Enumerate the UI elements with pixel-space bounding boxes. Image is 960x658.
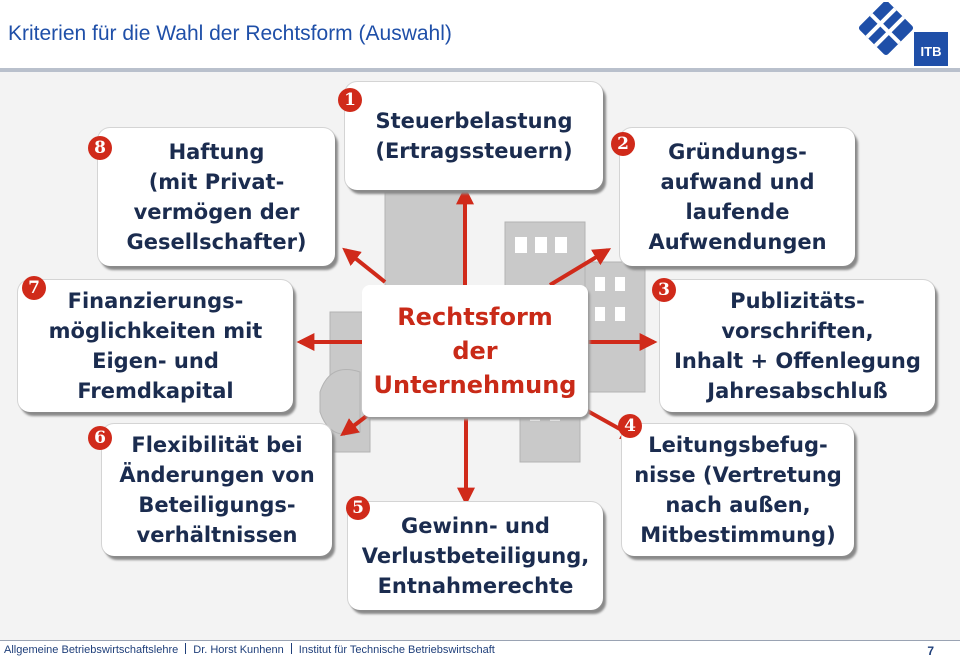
criterion-number-5: 5: [346, 496, 370, 520]
criterion-label-3: Publizitäts- vorschriften, Inhalt + Offe…: [674, 289, 921, 403]
criterion-label-8: Haftung (mit Privat- vermögen der Gesell…: [126, 140, 307, 254]
criterion-label-5: Gewinn- und Verlustbeteiligung, Entnahme…: [361, 514, 590, 598]
criterion-label-1: Steuerbelastung (Ertragssteuern): [375, 109, 573, 163]
criterion-number-4: 4: [618, 414, 642, 438]
criterion-box-8: Haftung (mit Privat- vermögen der Gesell…: [98, 128, 335, 266]
footer-author: Dr. Horst Kunhenn: [193, 644, 284, 656]
criterion-box-5: Gewinn- und Verlustbeteiligung, Entnahme…: [348, 502, 603, 610]
criterion-label-2: Gründungs- aufwand und laufende Aufwendu…: [648, 140, 827, 254]
criterion-label-4: Leitungsbefug- nisse (Vertretung nach au…: [634, 433, 842, 547]
criterion-box-7: Finanzierungs- möglichkeiten mit Eigen- …: [18, 280, 293, 412]
criterion-number-2: 2: [611, 132, 635, 156]
criterion-number-6: 6: [88, 426, 112, 450]
footer-separator: [290, 643, 292, 654]
criterion-number-8: 8: [88, 136, 112, 160]
page-number: 7: [927, 644, 934, 658]
center-label: Rechtsform der Unternehmung: [373, 303, 577, 399]
criterion-number-1: 1: [338, 88, 362, 112]
footer-institute: Institut für Technische Betriebswirtscha…: [298, 644, 495, 656]
criterion-box-3: Publizitäts- vorschriften, Inhalt + Offe…: [660, 280, 935, 412]
arrow-2: [548, 248, 612, 287]
criteria-diagram: Rechtsform der Unternehmung Steuerbelast…: [0, 72, 960, 640]
criterion-box-1: Steuerbelastung (Ertragssteuern): [345, 82, 603, 190]
criterion-number-7: 7: [22, 276, 46, 300]
criterion-number-3: 3: [652, 278, 676, 302]
footer-separator: [185, 643, 187, 654]
criterion-label-7: Finanzierungs- möglichkeiten mit Eigen- …: [48, 289, 263, 403]
arrow-8: [342, 247, 387, 284]
slide-title: Kriterien für die Wahl der Rechtsform (A…: [8, 22, 452, 45]
criterion-label-6: Flexibilität bei Änderungen von Beteilig…: [119, 433, 315, 547]
criterion-box-4: Leitungsbefug- nisse (Vertretung nach au…: [622, 424, 854, 556]
criterion-box-2: Gründungs- aufwand und laufende Aufwendu…: [620, 128, 855, 266]
footer-course: Allgemeine Betriebswirtschaftslehre: [4, 644, 179, 656]
center-box: Rechtsform der Unternehmung: [362, 285, 588, 417]
header-divider: [0, 68, 960, 72]
footer-divider: [0, 640, 960, 641]
footer: Allgemeine Betriebswirtschaftslehre Dr. H…: [4, 643, 495, 656]
criterion-box-6: Flexibilität bei Änderungen von Beteilig…: [102, 424, 332, 556]
itb-logo: ITB: [858, 2, 948, 66]
logo-text: ITB: [921, 44, 942, 59]
